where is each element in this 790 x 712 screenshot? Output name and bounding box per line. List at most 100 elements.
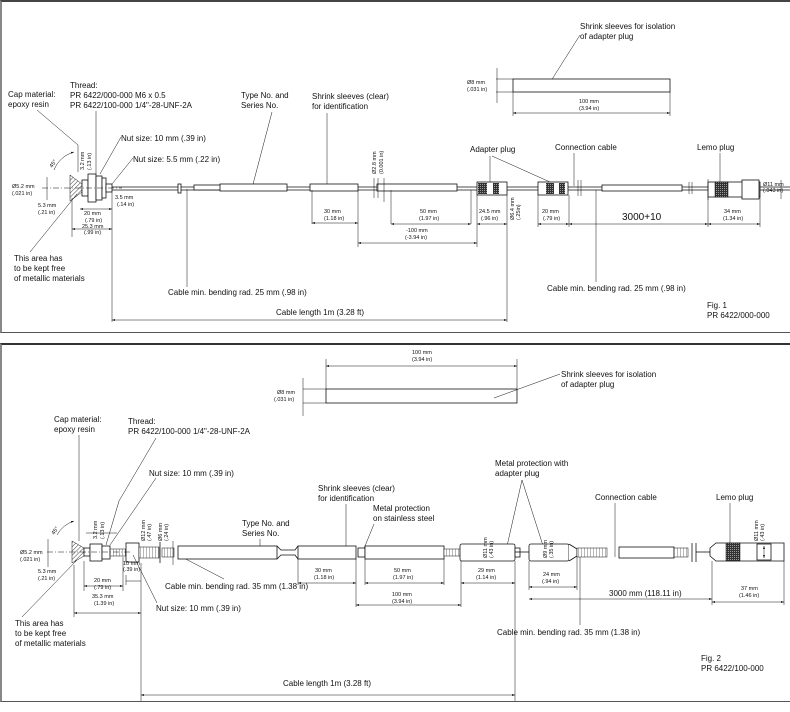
svg-text:Ø9 mm: Ø9 mm bbox=[543, 540, 549, 558]
dim-29mm: 29 mm bbox=[478, 568, 495, 574]
svg-text:Type No. and: Type No. and bbox=[241, 91, 289, 100]
nut-size-5-5-label: Nut size: 5.5 mm (.22 in) bbox=[133, 155, 220, 164]
dim-37mm: 37 mm bbox=[741, 586, 758, 592]
sensor-cable bbox=[112, 183, 790, 194]
svg-text:PR 6422/000-000 M6 x 0.5: PR 6422/000-000 M6 x 0.5 bbox=[70, 91, 166, 100]
svg-text:Shrink sleeves for isolation: Shrink sleeves for isolation bbox=[561, 370, 656, 379]
dim-50mm-in: (1.97 in) bbox=[393, 575, 413, 581]
type-no-label: Type No. and Series No. bbox=[241, 91, 289, 110]
dim-sleeve-len: 100 mm bbox=[412, 350, 432, 356]
shrink-sleeve-isolation-label: Shrink sleeves for isolation of adapter … bbox=[561, 370, 656, 389]
leader-line bbox=[521, 479, 547, 556]
leader-line bbox=[29, 193, 78, 253]
dim-29mm-in: (1.14 in) bbox=[476, 575, 496, 581]
dim-34mm: 34 mm bbox=[724, 209, 741, 215]
angle-label: 45° bbox=[49, 159, 59, 169]
dim-tip-diameter: Ø5.2 mm bbox=[20, 550, 43, 556]
shrink-sleeve-isolation-label: Shrink sleeves for isolation of adapter … bbox=[580, 22, 675, 41]
svg-text:to be kept free: to be kept free bbox=[14, 264, 66, 273]
shrink-sleeve-drawing bbox=[325, 388, 518, 404]
svg-text:Metal protection: Metal protection bbox=[373, 504, 430, 513]
svg-text:(.47 in): (.47 in) bbox=[147, 524, 153, 541]
sensor-cable bbox=[177, 543, 710, 562]
dim-20mm: 20 mm bbox=[94, 578, 111, 584]
svg-text:of adapter plug: of adapter plug bbox=[561, 380, 614, 389]
svg-text:Thread:: Thread: bbox=[70, 81, 98, 90]
svg-text:Series No.: Series No. bbox=[241, 101, 278, 110]
bend-radius-right-label: Cable min. bending rad. 35 mm (1.38 in) bbox=[497, 628, 641, 637]
sensor-head bbox=[71, 540, 175, 564]
figure-1-caption: Fig. 1 PR 6422/000-000 bbox=[707, 301, 770, 320]
bend-radius-left-label: Cable min. bending rad. 35 mm (1.38 in) bbox=[165, 582, 309, 591]
dim-50mm-in: (1.97 in) bbox=[419, 216, 439, 222]
dim-sleeve-d: Ø8 mm bbox=[467, 80, 485, 86]
shrink-sleeve-clear-label: Shrink sleeves (clear) for identificatio… bbox=[318, 484, 395, 503]
dim-24-5mm-in: (.96 in) bbox=[481, 216, 498, 222]
dim-30mm-in: (1.18 in) bbox=[324, 216, 344, 222]
svg-text:Cap material:: Cap material: bbox=[8, 90, 56, 99]
leader-line bbox=[105, 500, 120, 546]
nut-size-10-label: Nut size: 10 mm (.39 in) bbox=[121, 134, 206, 143]
dim-cap-length: 3.2 mm (.13 in) bbox=[80, 151, 93, 170]
svg-text:3.2 mm: 3.2 mm bbox=[93, 520, 99, 539]
type-no-label: Type No. and Series No. bbox=[242, 519, 290, 538]
leader-line bbox=[99, 136, 122, 175]
cap-material-label: Cap material: epoxy resin bbox=[8, 90, 56, 109]
dim-50mm: 50 mm bbox=[420, 209, 437, 215]
dim-sleeve-len: 100 mm bbox=[579, 99, 599, 105]
leader-line bbox=[109, 477, 157, 546]
svg-text:Shrink sleeves (clear): Shrink sleeves (clear) bbox=[318, 484, 395, 493]
connection-cable bbox=[577, 180, 693, 196]
dim-11mm-adapter-diameter: Ø11 mm (.43 in) bbox=[483, 537, 495, 558]
svg-text:of adapter plug: of adapter plug bbox=[580, 32, 633, 41]
leader-line bbox=[504, 479, 523, 556]
svg-text:(.24 in): (.24 in) bbox=[164, 524, 170, 541]
figure-2-drawing: 100 mm (3.94 in) Ø8 mm (.031 in) Shrink … bbox=[15, 350, 785, 701]
metal-protection-adapter-label: Metal protection with adapter plug bbox=[495, 459, 568, 478]
svg-text:Ø6.4 mm: Ø6.4 mm bbox=[510, 197, 516, 220]
adapter-plug-left bbox=[476, 181, 508, 196]
leader-line bbox=[251, 111, 273, 189]
svg-text:Shrink sleeves (clear): Shrink sleeves (clear) bbox=[312, 92, 389, 101]
svg-text:This area has: This area has bbox=[14, 254, 62, 263]
dim-sleeve-d-in: (.031 in) bbox=[467, 87, 487, 93]
svg-text:(.13 in): (.13 in) bbox=[87, 153, 93, 170]
lemo-plug bbox=[707, 179, 761, 200]
metal-protection-label: Metal protection on stainless steel bbox=[373, 504, 435, 523]
angle-arc bbox=[56, 520, 75, 536]
bend-radius-right-label: Cable min. bending rad. 25 mm (.98 in) bbox=[547, 284, 686, 293]
dim-sleeve-len-in: (3.94 in) bbox=[579, 106, 599, 112]
thread-label: Thread: PR 6422/100-000 1/4"-28-UNF-2A bbox=[128, 417, 251, 436]
dim-20mm-b-in: (.79 in) bbox=[543, 216, 560, 222]
angle-label: 45° bbox=[51, 526, 61, 536]
lemo-plug bbox=[709, 542, 785, 562]
dim-sleeve-d: Ø8 mm bbox=[277, 390, 295, 396]
leader-line bbox=[132, 554, 158, 604]
svg-text:(.43 in): (.43 in) bbox=[760, 524, 766, 541]
dim-30mm: 30 mm bbox=[315, 568, 332, 574]
dim-30mm: 30 mm bbox=[324, 209, 341, 215]
svg-text:of metallic materials: of metallic materials bbox=[14, 274, 85, 283]
dim-24-5mm: 24.5 mm bbox=[479, 209, 501, 215]
svg-text:for identification: for identification bbox=[318, 494, 374, 503]
svg-text:(.13 in): (.13 in) bbox=[100, 522, 106, 539]
leader-line bbox=[111, 157, 134, 185]
svg-text:PR 6422/100-000: PR 6422/100-000 bbox=[701, 664, 764, 673]
dim-tip-length-in: (.21 in) bbox=[38, 210, 55, 216]
svg-text:PR 6422/100-000 1/4"-28-UNF-2A: PR 6422/100-000 1/4"-28-UNF-2A bbox=[70, 101, 193, 110]
bend-radius-left-label: Cable min. bending rad. 25 mm (.98 in) bbox=[168, 288, 307, 297]
svg-text:epoxy resin: epoxy resin bbox=[54, 425, 95, 434]
dim-tip-diameter-in: (.021 in) bbox=[12, 191, 32, 197]
svg-text:Ø12 mm: Ø12 mm bbox=[141, 519, 147, 541]
dim-3000mm: 3000 mm (118.11 in) bbox=[609, 589, 682, 598]
dim-20mm-b: 20 mm bbox=[542, 209, 559, 215]
dim-50mm: 50 mm bbox=[394, 568, 411, 574]
connection-cable-label: Connection cable bbox=[555, 143, 617, 152]
svg-text:Metal protection with: Metal protection with bbox=[495, 459, 568, 468]
dim-sleeve-len-in: (3.94 in) bbox=[412, 357, 432, 363]
svg-text:(.25in): (.25in) bbox=[516, 204, 522, 220]
dim-lemo-diameter-in: (.043 in) bbox=[763, 188, 783, 194]
svg-text:This area has: This area has bbox=[15, 619, 63, 628]
dim-6mm-diameter: Ø6 mm (.24 in) bbox=[158, 523, 170, 541]
shrink-sleeve-drawing bbox=[512, 78, 671, 93]
